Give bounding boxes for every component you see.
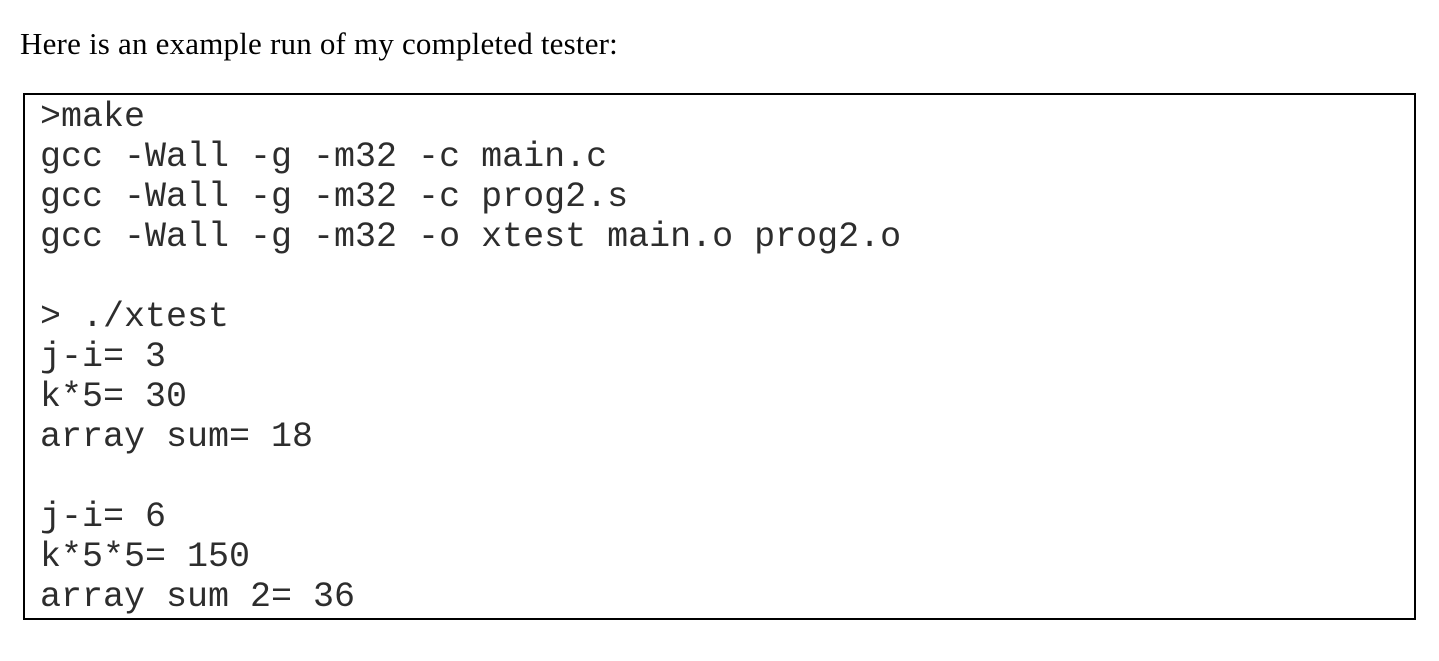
terminal-line: k*5= 30	[40, 377, 188, 417]
terminal-line: >make	[40, 97, 146, 137]
terminal-line: array sum 2= 36	[40, 577, 356, 617]
page-heading: Here is an example run of my completed t…	[20, 26, 618, 61]
terminal-line: gcc -Wall -g -m32 -c prog2.s	[40, 177, 629, 217]
terminal-line: j-i= 3	[40, 337, 167, 377]
terminal-line: > ./xtest	[40, 297, 230, 337]
terminal-line: k*5*5= 150	[40, 537, 251, 577]
terminal-line: gcc -Wall -g -m32 -o xtest main.o prog2.…	[40, 217, 902, 257]
terminal-line: array sum= 18	[40, 417, 314, 457]
terminal-line: j-i= 6	[40, 497, 167, 537]
terminal-line	[40, 457, 1399, 497]
terminal-line: gcc -Wall -g -m32 -c main.c	[40, 137, 608, 177]
terminal-line	[40, 257, 1399, 297]
